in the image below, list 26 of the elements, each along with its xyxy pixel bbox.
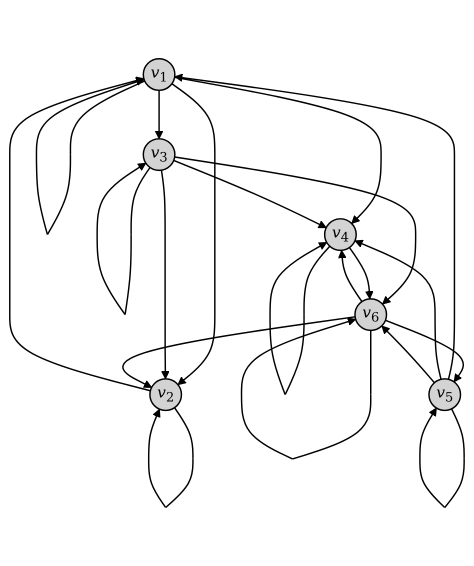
node-circle: v$_{5}$ [428,378,462,411]
node-circle: v$_{4}$ [324,218,357,251]
arrow [174,76,382,224]
node-circle: v$_{6}$ [354,298,388,331]
arrow [240,317,372,460]
arrow [96,162,151,315]
node-circle: v$_{3}$ [142,138,176,171]
node-circle: v$_{2}$ [149,378,182,411]
arrow [348,246,374,300]
arrow [354,240,442,380]
arrow [174,73,456,380]
arrow [160,170,170,380]
arrow [171,82,216,385]
arrow [148,407,194,508]
arrow [122,316,356,388]
node-circle: v$_{1}$ [142,58,176,91]
arrow [36,78,145,235]
arrow [174,156,416,304]
arrow [154,90,164,139]
arrow [419,407,465,508]
arrow [381,325,435,383]
arrow [173,160,327,228]
arrow [385,319,464,382]
arrow [269,242,330,395]
arrow [9,76,151,392]
arrow [338,250,362,302]
